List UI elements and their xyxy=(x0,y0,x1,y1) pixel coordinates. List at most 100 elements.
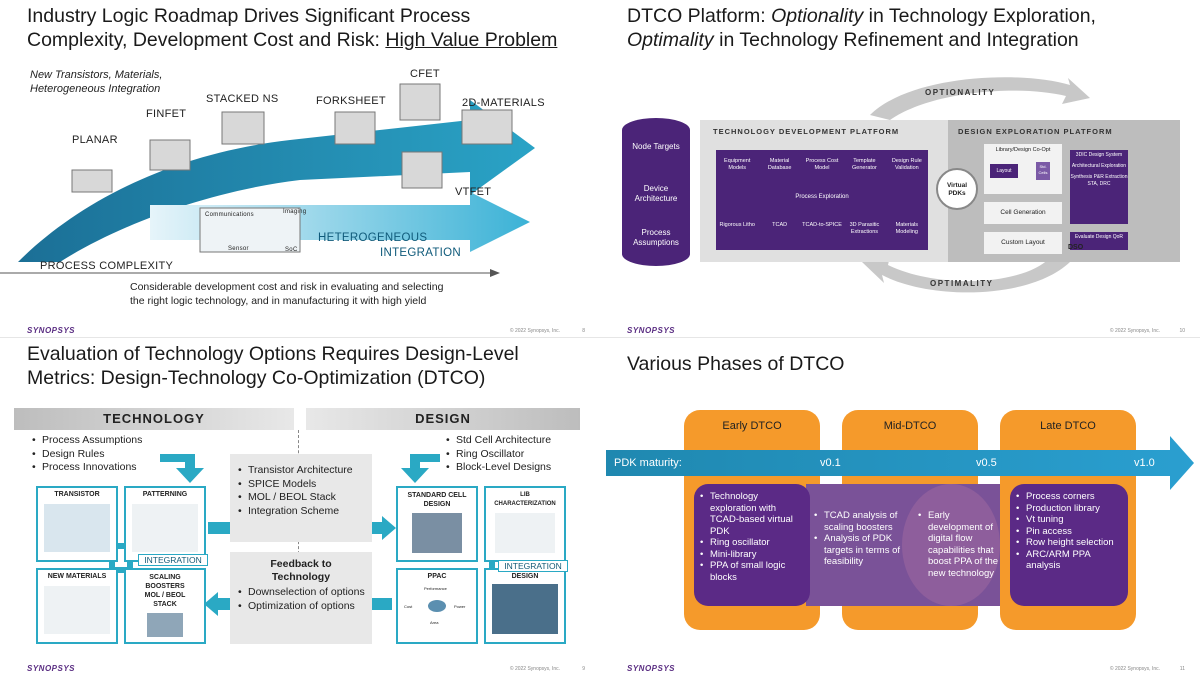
copyright: © 2022 Synopsys, Inc. xyxy=(1109,666,1160,672)
ppac-area: Area xyxy=(430,620,439,625)
scaling-title-2: BOOSTERS xyxy=(145,583,185,590)
ppac-title: PPAC xyxy=(427,573,447,580)
het-img-label-sensor: Sensor xyxy=(228,246,249,252)
scaling-boosters-box: SCALING BOOSTERS MOL / BEOL STACK xyxy=(124,568,206,644)
tdp-process-cost-model: Process Cost Model xyxy=(805,158,839,171)
synopsys-logo: SYNOPSYS xyxy=(627,326,676,335)
lib-title-2: CHARACTERIZATION xyxy=(494,501,556,507)
ppac-diagram: Performance Cost Power Area xyxy=(402,584,472,632)
cfet-device-image xyxy=(399,83,441,121)
design-down-arrow xyxy=(401,454,440,483)
late-item: Vt tuning xyxy=(1016,514,1122,526)
feedback-title-2: Technology xyxy=(271,571,331,583)
tdp-process-exploration: Process Exploration xyxy=(795,194,849,200)
technology-header: TECHNOLOGY xyxy=(14,408,294,430)
late-box: Process corners Production library Vt tu… xyxy=(1010,484,1128,606)
roadmap-note: Considerable development cost and risk i… xyxy=(130,280,443,308)
optionality-arc xyxy=(870,77,1090,120)
input-cylinder: Node Targets Device Architecture Process… xyxy=(622,118,690,266)
scaling-title-4: STACK xyxy=(153,601,177,608)
late-item: Production library xyxy=(1016,503,1122,515)
version-v10: v1.0 xyxy=(1134,457,1155,469)
slide2-footer: SYNOPSYS © 2022 Synopsys, Inc. 10 xyxy=(600,323,1200,337)
new-materials-title: NEW MATERIALS xyxy=(47,573,107,580)
design-bullets: Std Cell Architecture Ring Oscillator Bl… xyxy=(446,434,551,475)
2d-materials-image xyxy=(461,109,513,145)
late-item: Process corners xyxy=(1016,491,1122,503)
std-cell-title: STANDARD CELL DESIGN xyxy=(398,491,476,509)
early-item: Technology exploration with TCAD-based v… xyxy=(700,491,804,537)
dep-3dic: 3DIC Design System xyxy=(1075,152,1123,158)
center-bullet: Transistor Architecture xyxy=(238,464,353,478)
tech-down-arrow xyxy=(160,454,204,483)
patterning-box: PATTERNING xyxy=(124,486,206,562)
mid-a-item: Analysis of PDK targets in terms of feas… xyxy=(814,533,904,568)
label-finfet: FINFET xyxy=(146,108,187,120)
tdp-tcad: TCAD xyxy=(772,222,788,228)
page-number: 11 xyxy=(1179,666,1185,672)
layout-box: Layout xyxy=(990,164,1018,178)
early-box: Technology exploration with TCAD-based v… xyxy=(694,484,810,606)
tdp-top-row: Equipment Models Material Database Proce… xyxy=(716,158,928,172)
synopsys-logo: SYNOPSYS xyxy=(627,664,676,673)
feedback-bullet: Downselection of options xyxy=(238,586,368,600)
het-img-label-imaging: Imaging xyxy=(283,209,307,215)
version-v05: v0.5 xyxy=(976,457,997,469)
finfet-device-image xyxy=(149,139,191,171)
custom-layout-box: Custom Layout xyxy=(984,232,1062,254)
ppac-power: Power xyxy=(454,604,466,609)
slide-evaluation: Evaluation of Technology Options Require… xyxy=(0,338,600,675)
mid-a-item: TCAD analysis of scaling boosters xyxy=(814,510,904,533)
tech-bullet: Design Rules xyxy=(32,448,142,462)
tdp-template-generator: Template Generator xyxy=(852,158,877,171)
design-bullet: Ring Oscillator xyxy=(446,448,551,462)
dep-title: DESIGN EXPLORATION PLATFORM xyxy=(958,127,1113,136)
copyright: © 2022 Synopsys, Inc. xyxy=(509,328,560,334)
slide3-footer: SYNOPSYS © 2022 Synopsys, Inc. 9 xyxy=(0,661,600,675)
std-cell-box: STANDARD CELL DESIGN xyxy=(396,486,478,562)
tech-bullet: Process Assumptions xyxy=(32,434,142,448)
tdp-design-rule-validation: Design Rule Validation xyxy=(891,158,922,171)
phase-late-label: Late DTCO xyxy=(1040,420,1096,432)
synopsys-logo: SYNOPSYS xyxy=(27,664,76,673)
transistor-box: TRANSISTOR xyxy=(36,486,118,562)
tdp-material-database: Material Database xyxy=(767,158,792,171)
scaling-title: SCALING BOOSTERS MOL / BEOL STACK xyxy=(126,573,204,609)
virtual-pdks-circle: Virtual PDKs xyxy=(936,168,978,210)
slide1-title: Industry Logic Roadmap Drives Significan… xyxy=(27,4,557,52)
tech-bullets: Process Assumptions Design Rules Process… xyxy=(32,434,142,475)
design-system-stack: 3DIC Design System Architectural Explora… xyxy=(1070,150,1128,224)
optimality-arc xyxy=(862,256,1070,293)
ppac-box: PPAC Performance Cost Power Area xyxy=(396,568,478,644)
cell-generation-box: Cell Generation xyxy=(984,202,1062,224)
heterogeneous-image xyxy=(199,207,301,253)
complexity-axis-head xyxy=(490,269,500,277)
optionality-label: OPTIONALITY xyxy=(925,88,996,97)
lib-char-image xyxy=(495,513,555,553)
virtual-pdks-label: Virtual PDKs xyxy=(946,182,968,197)
slide4-footer: SYNOPSYS © 2022 Synopsys, Inc. 11 xyxy=(600,661,1200,675)
copyright: © 2022 Synopsys, Inc. xyxy=(1109,328,1160,334)
tdp-grid xyxy=(716,150,928,250)
design-integration-label: INTEGRATION xyxy=(498,560,568,572)
tdp-materials-modeling: Materials Modeling xyxy=(895,222,918,235)
feedback-title-1: Feedback to xyxy=(270,558,332,570)
synopsys-logo: SYNOPSYS xyxy=(27,326,76,335)
lib-char-title: LIB CHARACTERIZATION xyxy=(486,491,564,509)
feedback-title: Feedback to Technology xyxy=(230,558,372,584)
s2-title-c: in Technology Exploration, xyxy=(863,5,1096,27)
roadmap-intro: New Transistors, Materials, Heterogeneou… xyxy=(30,68,162,96)
feedback-box: Feedback to Technology Downselection of … xyxy=(230,552,372,644)
early-item: PPA of small logic blocks xyxy=(700,560,804,583)
process-complexity-label: PROCESS COMPLEXITY xyxy=(40,260,174,272)
center-box: Transistor Architecture SPICE Models MOL… xyxy=(230,454,372,542)
label-cfet: CFET xyxy=(410,68,440,80)
forksheet-device-image xyxy=(334,111,376,145)
transistor-image xyxy=(44,504,110,552)
ppac-cost: Cost xyxy=(404,604,413,609)
design-image xyxy=(492,584,558,634)
std-cell-title-1: STANDARD CELL xyxy=(407,492,467,499)
label-2d-materials: 2D-MATERIALS xyxy=(462,97,545,109)
late-item: ARC/ARM PPA analysis xyxy=(1016,549,1122,572)
new-materials-box: NEW MATERIALS xyxy=(36,568,118,644)
